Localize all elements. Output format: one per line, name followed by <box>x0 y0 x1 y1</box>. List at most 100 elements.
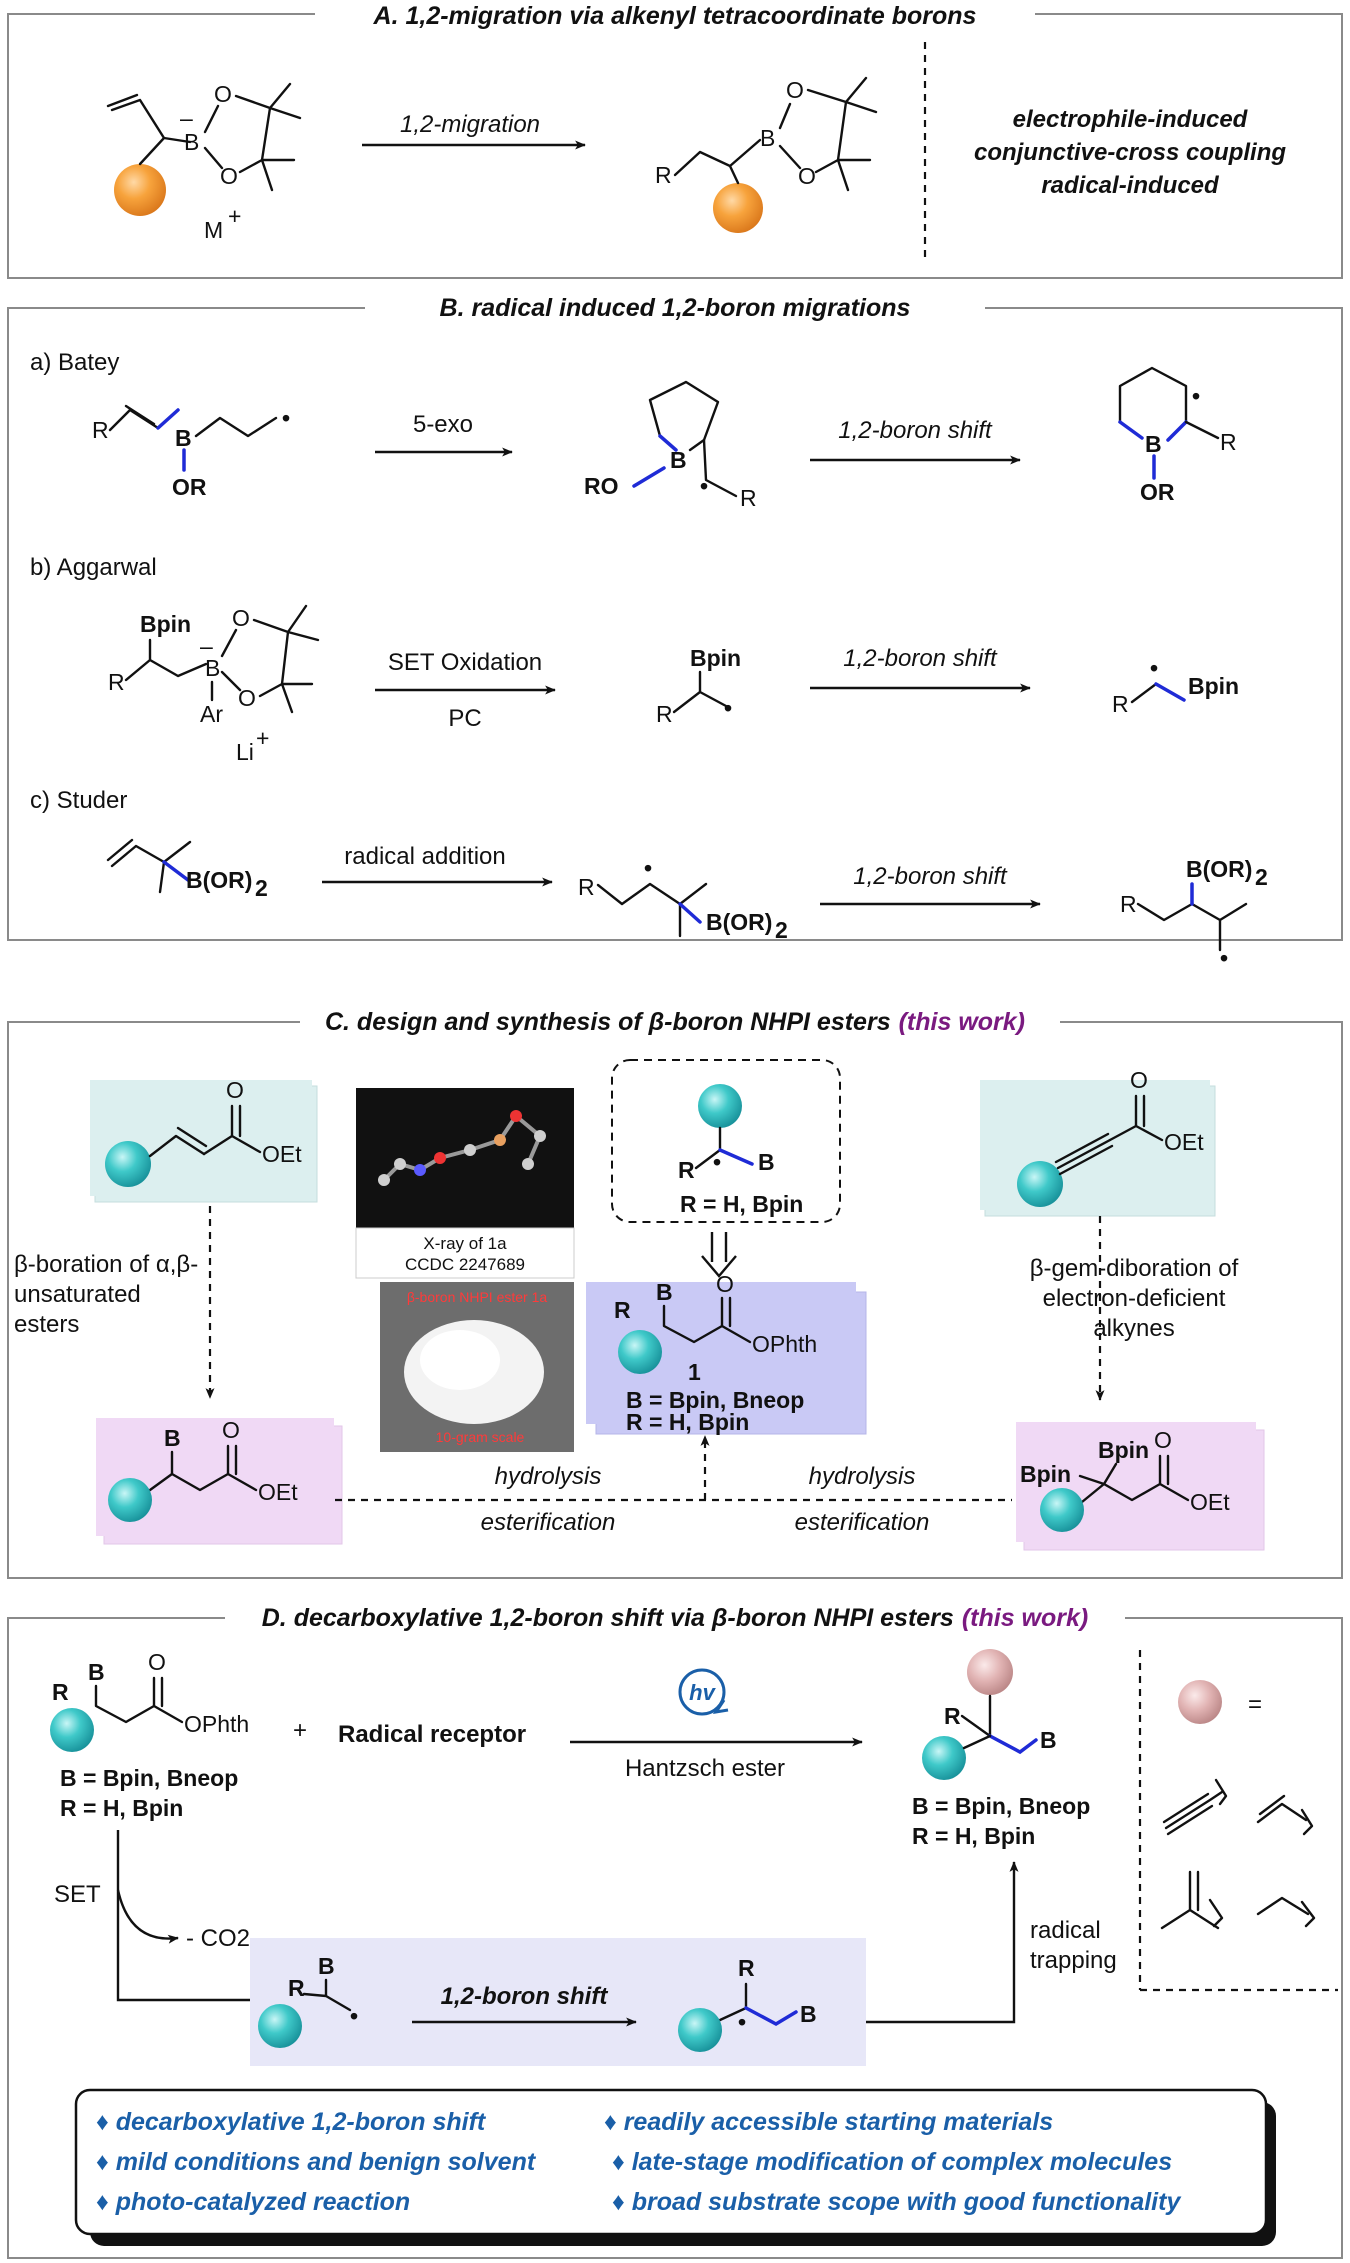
svg-text:•: • <box>282 405 290 431</box>
svg-text:Bpin: Bpin <box>1188 673 1239 699</box>
svg-text:OR: OR <box>1140 479 1175 505</box>
svg-text:B: B <box>758 1149 775 1175</box>
batey-intermediate: B RO • R <box>584 380 757 511</box>
aggarwal-step1: SET Oxidation <box>388 649 542 676</box>
panel-a-title: A. 1,2-migration via alkenyl tetracoordi… <box>373 2 977 30</box>
svg-text:B(OR): B(OR) <box>186 867 252 893</box>
svg-text:B: B <box>88 1659 105 1685</box>
svg-text:OEt: OEt <box>1190 1489 1230 1515</box>
svg-text:B = Bpin, Bneop: B = Bpin, Bneop <box>626 1387 804 1413</box>
svg-text:•: • <box>700 473 708 499</box>
svg-text:O: O <box>1154 1427 1172 1453</box>
svg-text:Bpin: Bpin <box>140 611 191 637</box>
svg-text:R = H, Bpin: R = H, Bpin <box>680 1191 803 1217</box>
legend-equals: = <box>1248 1691 1262 1718</box>
feature-1: decarboxylative 1,2-boron shift <box>116 2108 487 2136</box>
svg-text:R: R <box>108 669 125 695</box>
feature-5: photo-catalyzed reaction <box>115 2188 411 2216</box>
right-route-1: β-gem-diboration of <box>1030 1255 1239 1282</box>
radical-shift-box <box>250 1938 866 2066</box>
svg-text:O: O <box>220 163 238 189</box>
pink-ball-legend-icon <box>1178 1680 1222 1724</box>
panel-b-frame <box>7 307 1343 941</box>
svg-text:B: B <box>184 129 199 155</box>
svg-text:Bpin: Bpin <box>1020 1461 1071 1487</box>
svg-text:B: B <box>1145 431 1162 457</box>
svg-text:OEt: OEt <box>1164 1129 1204 1155</box>
studer-intermediate: R • B(OR) 2 <box>578 855 788 943</box>
svg-text:R = H, Bpin: R = H, Bpin <box>60 1795 183 1821</box>
left-route-1: β-boration of α,β- <box>14 1251 198 1278</box>
xray-image <box>356 1088 574 1228</box>
svg-text:•: • <box>738 2009 746 2035</box>
features-box <box>74 2088 1268 2236</box>
feature-4: late-stage modification of complex molec… <box>632 2148 1173 2176</box>
right-hydrolysis: hydrolysis <box>809 1463 916 1490</box>
alkynoate-structure: O OEt <box>1017 1067 1204 1207</box>
boron-shift-label: 1,2-boron shift <box>441 1983 609 2010</box>
svg-text:♦ photo-catalyzed reaction: ♦ photo-catalyzed reaction <box>96 2188 410 2216</box>
studer-reactant: B(OR) 2 <box>106 838 268 901</box>
svg-text:R: R <box>288 1975 305 2001</box>
studer-step2: 1,2-boron shift <box>853 863 1008 890</box>
batey-step1: 5-exo <box>413 411 473 438</box>
panel-a: A. 1,2-migration via alkenyl tetracoordi… <box>7 2 1343 279</box>
svg-text:R: R <box>656 701 673 727</box>
svg-text:OEt: OEt <box>262 1141 302 1167</box>
svg-text:–: – <box>180 105 193 131</box>
panel-c-title: C. design and synthesis of β-boron NHPI … <box>325 1008 1025 1036</box>
panel-a-frame <box>7 13 1343 279</box>
teal-ball-icon <box>618 1330 662 1374</box>
alkenyl-boronate-structure: B – O O M + <box>106 81 302 243</box>
svg-text:O: O <box>222 1417 240 1443</box>
studer-step1: radical addition <box>344 843 505 870</box>
right-route-2: electron-deficient <box>1043 1285 1226 1312</box>
svg-text:OPhth: OPhth <box>184 1711 249 1737</box>
xray-caption: X-ray of 1a <box>423 1234 507 1253</box>
batey-product: B OR • R <box>1118 366 1237 505</box>
svg-text:B: B <box>656 1279 673 1305</box>
primary-radical: R B • <box>258 1953 358 2048</box>
svg-text:♦ broad substrate scope with g: ♦ broad substrate scope with good functi… <box>612 2188 1181 2216</box>
set-label: SET <box>54 1881 101 1908</box>
svg-text:R: R <box>578 874 595 900</box>
panel-b: B. radical induced 1,2-boron migrations … <box>7 294 1343 971</box>
mode-conjunctive: conjunctive-cross coupling <box>974 139 1286 166</box>
migration-product-structure: R B O O <box>655 76 878 233</box>
svg-text:O: O <box>1130 1067 1148 1093</box>
batey-step2: 1,2-boron shift <box>838 417 993 444</box>
svg-text:R: R <box>92 417 109 443</box>
svg-text:B: B <box>760 125 775 151</box>
svg-text:♦ decarboxylative 1,2-boron sh: ♦ decarboxylative 1,2-boron shift <box>96 2108 487 2136</box>
left-route-2: unsaturated <box>14 1281 141 1308</box>
svg-text:O: O <box>798 163 816 189</box>
boryl-ester-structure: B O OEt <box>108 1417 298 1522</box>
teal-ball-icon <box>922 1736 966 1780</box>
svg-text:B(OR): B(OR) <box>1186 856 1252 882</box>
teal-ball-icon <box>108 1478 152 1522</box>
svg-text:2: 2 <box>255 875 268 901</box>
svg-text:B: B <box>175 425 192 451</box>
aggarwal-label: b) Aggarwal <box>30 554 157 581</box>
panel-c: C. design and synthesis of β-boron NHPI … <box>7 1008 1343 1579</box>
svg-text:R: R <box>738 1955 755 1981</box>
teal-ball-icon <box>698 1084 742 1128</box>
svg-text:R: R <box>1112 691 1129 717</box>
migration-label: 1,2-migration <box>400 111 540 138</box>
batey-label: a) Batey <box>30 349 119 376</box>
svg-text:R: R <box>1220 429 1237 455</box>
trapping-2: trapping <box>1030 1947 1117 1974</box>
svg-text:hv: hv <box>689 1680 716 1705</box>
panel-d-title: D. decarboxylative 1,2-boron shift via β… <box>262 1604 1088 1632</box>
panel-b-title: B. radical induced 1,2-boron migrations <box>440 294 911 322</box>
svg-text:•: • <box>1220 945 1228 971</box>
svg-text:♦ late-stage modification of c: ♦ late-stage modification of complex mol… <box>612 2148 1172 2176</box>
svg-text:•: • <box>350 2003 358 2029</box>
svg-text:2: 2 <box>1255 864 1268 890</box>
aggarwal-product: R • Bpin <box>1112 655 1239 717</box>
svg-text:R: R <box>678 1157 695 1183</box>
d-product: R B B = Bpin, Bneop R = H, Bpin <box>912 1649 1090 1849</box>
panel-d: D. decarboxylative 1,2-boron shift via β… <box>7 1604 1343 2259</box>
svg-text:2: 2 <box>775 917 788 943</box>
svg-text:R: R <box>740 485 757 511</box>
